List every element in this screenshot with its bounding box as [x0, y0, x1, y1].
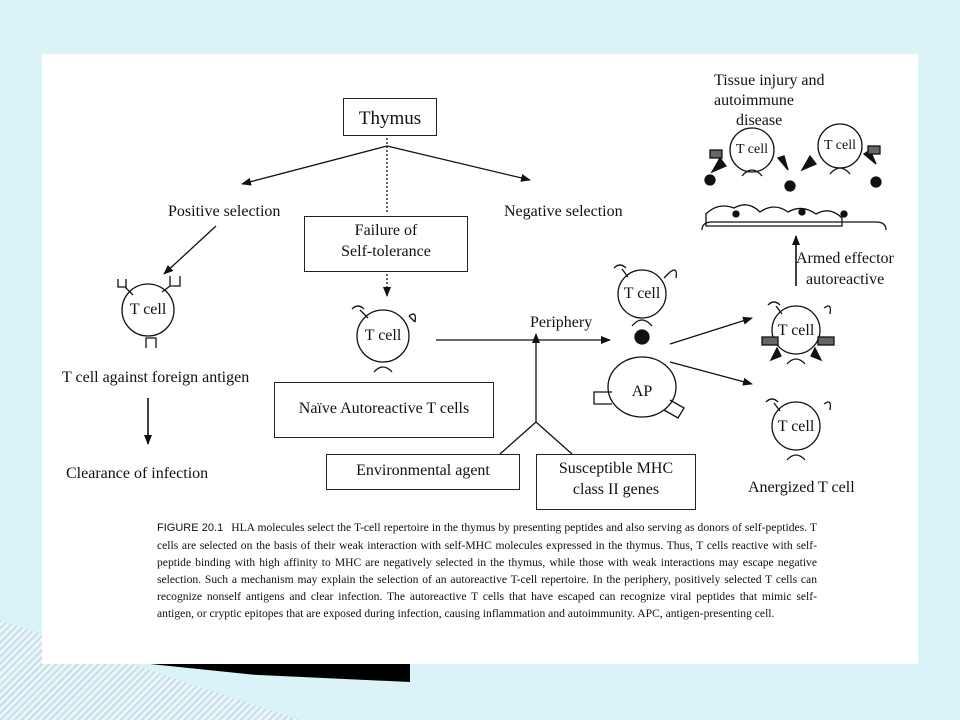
diagram-graphics	[117, 123, 887, 461]
thymus-box	[343, 98, 437, 136]
naive-receptor-right-icon	[408, 313, 417, 323]
tissue-dot-icon	[870, 176, 882, 188]
anergized-arrow	[669, 361, 753, 386]
clearance-label: Clearance of infection	[66, 465, 209, 482]
t-cell-anergized-circle	[771, 401, 821, 451]
thymus-label: Thymus	[358, 108, 422, 129]
tissue-receptor-gray-right-icon	[867, 145, 881, 155]
armed-receptor-icon	[767, 301, 783, 315]
tissue-bracket-icon	[701, 221, 887, 231]
failure-line1: Failure of	[354, 222, 418, 239]
anergized-label: Anergized T cell	[748, 479, 855, 496]
tissue-t-cell-left-label: T cell	[735, 142, 768, 157]
tissue-nucleus-icon	[798, 208, 806, 216]
tissue-dot-icon	[784, 180, 796, 192]
naive-box	[274, 382, 494, 438]
apc-label: AP	[631, 383, 653, 400]
environmental-label: Environmental agent	[356, 462, 490, 479]
tcr-right-icon	[161, 276, 181, 293]
tissue-spike-icon	[710, 149, 877, 174]
anergized-receptor-right-icon	[823, 401, 832, 411]
environmental-box	[326, 454, 520, 490]
slide: Thymus Positive selection Negative selec…	[42, 54, 918, 664]
armed-receptor-right-icon	[823, 305, 832, 315]
t-cell-positive-circle	[121, 283, 175, 337]
naive-label: Naïve Autoreactive T cells	[298, 400, 470, 417]
t-cell-apc-label: T cell	[623, 285, 661, 302]
apc-mhc-left-icon	[593, 391, 612, 405]
apc-tcell-receptor-icon	[613, 264, 629, 278]
t-cell-positive-label: T cell	[129, 301, 167, 318]
naive-receptor-bottom-icon	[373, 366, 393, 373]
armed-spike-icon	[769, 346, 823, 362]
apc-mhc-right-icon	[663, 399, 685, 419]
tissue-receptor-bottom-icon	[741, 167, 851, 177]
apc-tcr-icon	[631, 319, 653, 327]
tcr-left-icon	[117, 279, 134, 296]
caption-text: HLA molecules select the T-cell repertoi…	[157, 521, 817, 620]
positive-selection-label: Positive selection	[168, 203, 281, 220]
armed-line1: Armed effector	[796, 250, 894, 267]
tcr-bottom-icon	[145, 337, 157, 348]
tissue-nucleus-icon	[732, 210, 740, 218]
mhc-line2: class II genes	[572, 481, 660, 498]
mhc-line1: Susceptible MHC	[558, 460, 674, 477]
positive-selection-arrow	[163, 225, 217, 275]
environment-fork	[499, 421, 573, 455]
periphery-label: Periphery	[530, 314, 593, 331]
tissue-line2: autoimmune	[714, 92, 794, 109]
tissue-dot-icon	[704, 174, 716, 186]
failure-line2: Self-tolerance	[341, 243, 431, 260]
t-cell-naive-circle	[356, 309, 410, 363]
tissue-line3: disease	[736, 112, 783, 129]
tissue-receptor-gray-icon	[709, 149, 723, 159]
anergized-receptor-bottom-icon	[786, 454, 806, 461]
decorative-shadow	[150, 664, 410, 682]
tissue-line1: Tissue injury and	[714, 72, 825, 89]
tissue-nucleus-icon	[840, 210, 848, 218]
t-cell-naive-label: T cell	[364, 327, 402, 344]
caption-label: FIGURE 20.1	[157, 522, 224, 534]
t-cell-foreign-label: T cell against foreign antigen	[62, 369, 250, 386]
t-cell-apc-circle	[617, 269, 667, 319]
thymus-arrows	[241, 138, 531, 297]
apc-cell-circle	[607, 356, 677, 418]
anergized-receptor-icon	[765, 398, 781, 412]
tissue-t-cell-right-label: T cell	[823, 138, 856, 153]
armed-receptor-bottom-icon	[786, 358, 806, 365]
peptide-icon	[634, 329, 650, 345]
negative-selection-label: Negative selection	[504, 203, 623, 220]
tissue-t-cell-left-circle	[729, 127, 775, 173]
t-cell-armed-circle	[771, 305, 821, 355]
tissue-layer-icon	[705, 204, 843, 227]
t-cell-anergized-label: T cell	[777, 418, 815, 435]
armed-line2: autoreactive	[806, 271, 885, 288]
failure-box	[304, 216, 468, 272]
mhc-box	[536, 454, 696, 510]
apc-tcell-receptor-right-icon	[663, 269, 678, 279]
armed-receptor-gray-icon	[761, 336, 779, 346]
armed-receptor-gray-right-icon	[817, 336, 835, 346]
naive-receptor-icon	[351, 305, 369, 319]
t-cell-armed-label: T cell	[777, 322, 815, 339]
armed-arrow	[669, 316, 753, 345]
